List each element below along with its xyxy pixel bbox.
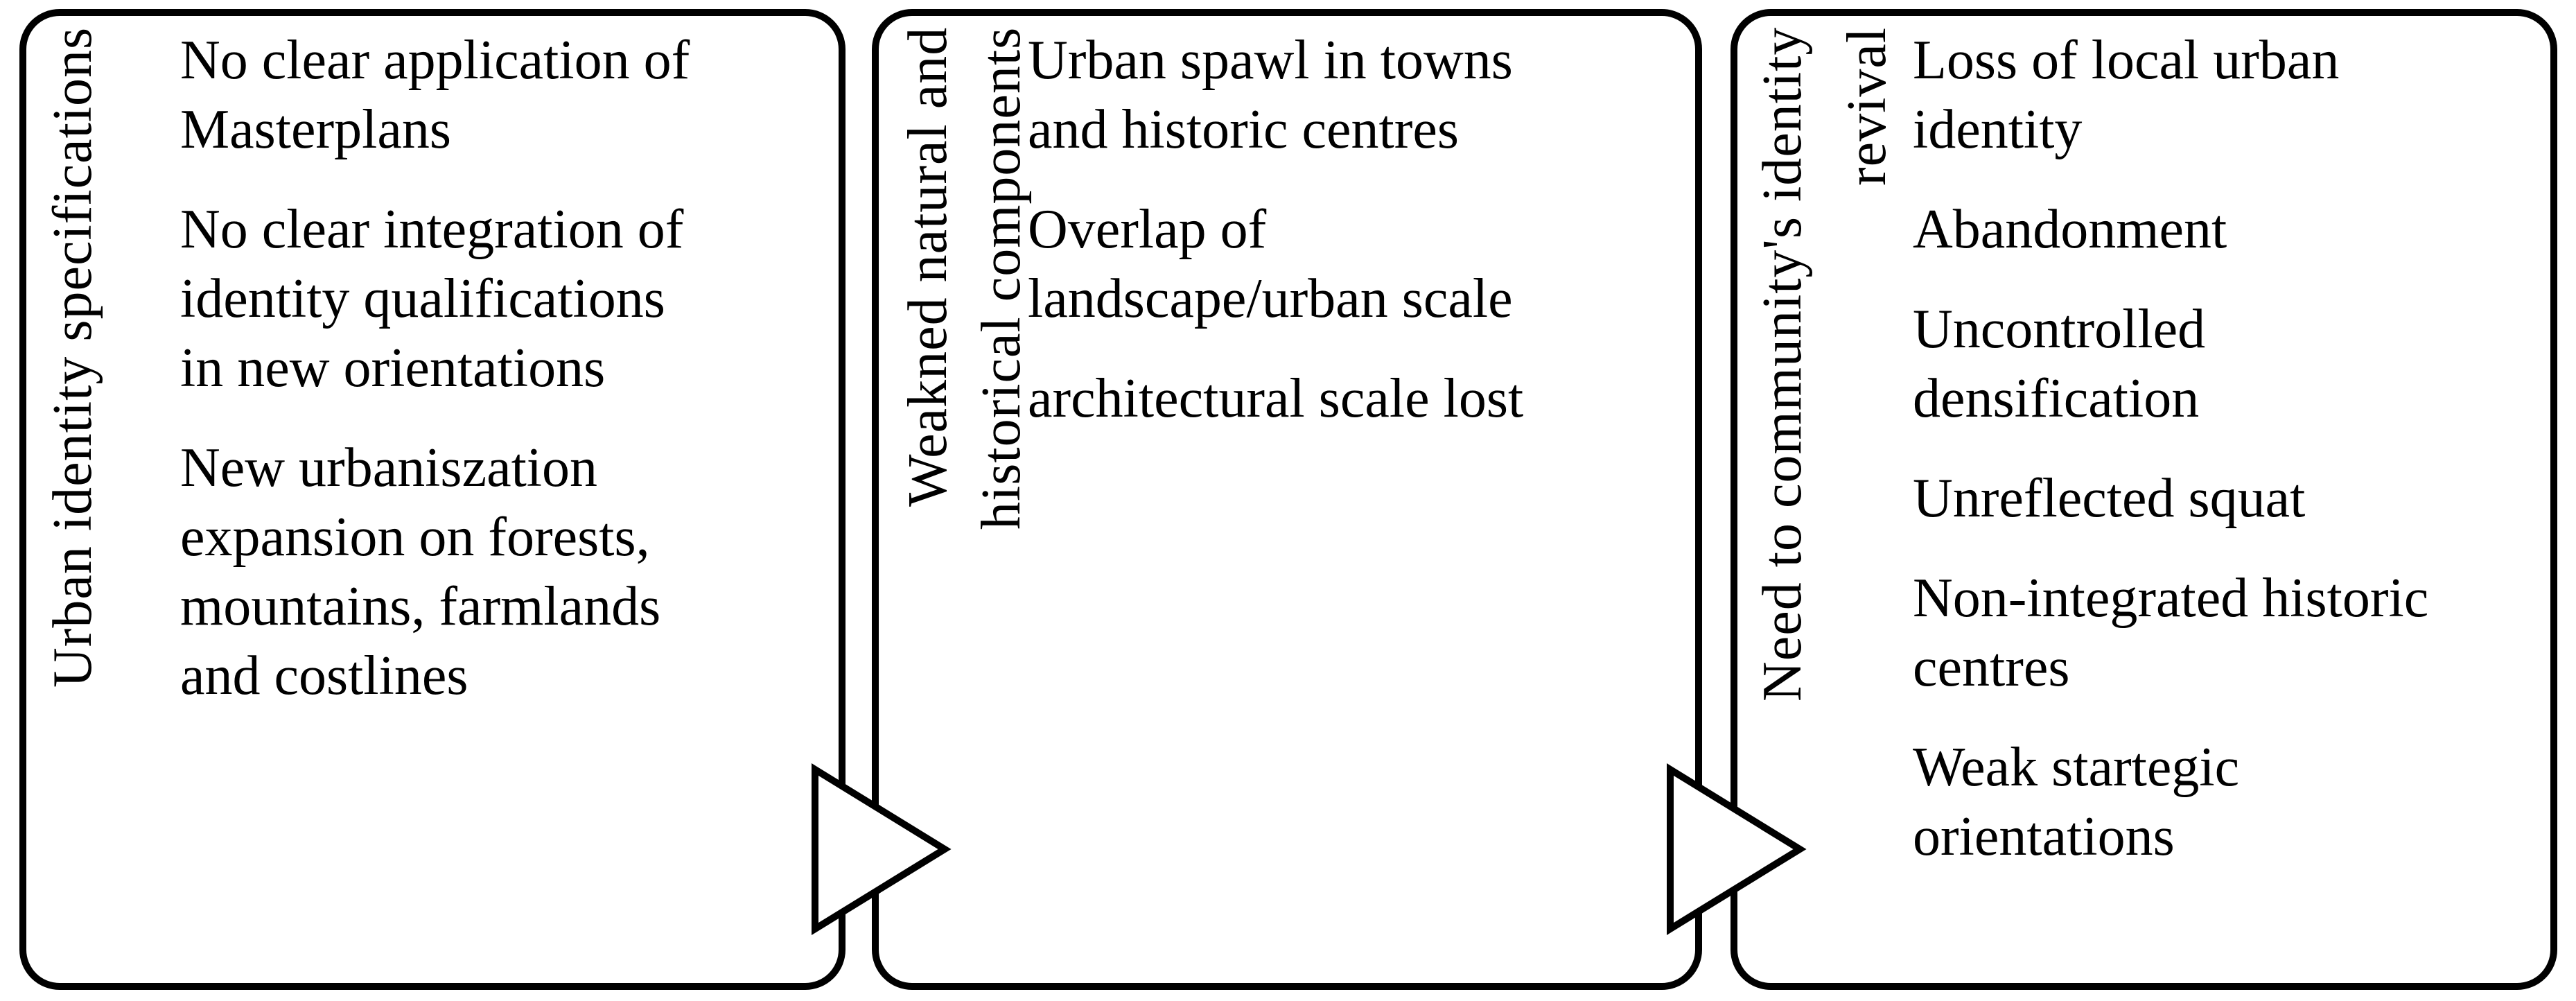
paragraph: Weak startegic orientations: [1913, 737, 2240, 867]
arrow-right-triangle: [812, 763, 952, 935]
paragraph: Uncontrolled densification: [1913, 299, 2206, 429]
box-community-identity-revival: Need to community's identity revival Los…: [1731, 9, 2557, 990]
vertical-label-urban-identity-specifications: Urban identity specifications: [42, 27, 103, 688]
arrow-right-icon: [812, 763, 952, 935]
box-urban-identity-specifications: Urban identity specifications No clear a…: [19, 9, 845, 990]
paragraph: Loss of local urban identity: [1913, 30, 2340, 160]
paragraph: Urban spawl in towns and historic centre…: [1028, 30, 1513, 160]
arrow-right-icon: [1667, 763, 1807, 935]
paragraph: No clear application of Masterplans: [180, 30, 690, 160]
box-content: Loss of local urban identity Abandonment…: [1913, 26, 2538, 871]
box-weakened-natural-historical-components: Weakned natural and historical component…: [872, 9, 1702, 990]
box-content: No clear application of Masterplans No c…: [180, 26, 821, 711]
paragraph: Non-integrated historic centres: [1913, 568, 2429, 698]
paragraph: Unreflected squat: [1913, 468, 2306, 529]
paragraph: architectural scale lost: [1028, 368, 1524, 429]
box-content: Urban spawl in towns and historic centre…: [1028, 26, 1681, 433]
arrow-right-triangle: [1667, 763, 1807, 935]
paragraph: Abandonment: [1913, 199, 2227, 260]
paragraph: No clear integration of identity qualifi…: [180, 199, 684, 399]
paragraph: New urbaniszation expansion on forests, …: [180, 437, 661, 706]
paragraph: Overlap of landscape/urban scale: [1028, 199, 1513, 329]
